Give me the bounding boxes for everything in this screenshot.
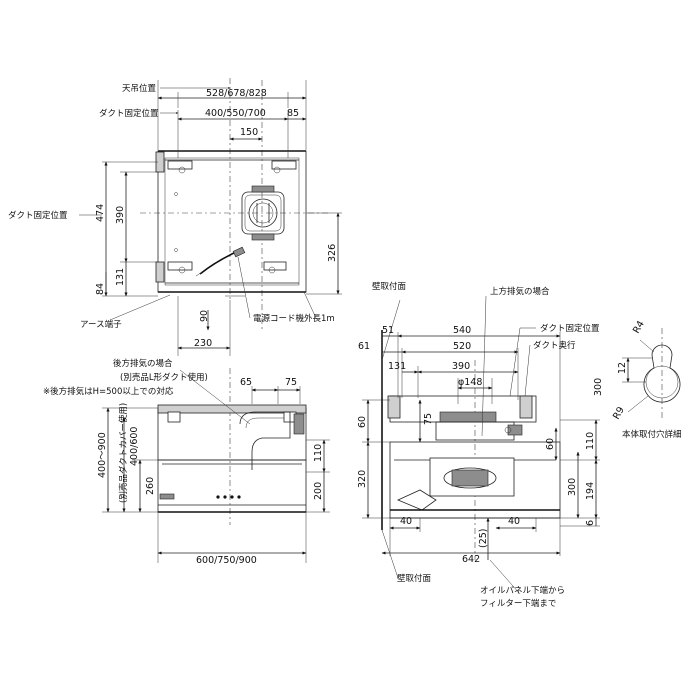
dim-side-390: 390 xyxy=(452,361,470,372)
dim-top-131: 131 xyxy=(115,268,126,286)
front-view xyxy=(102,368,330,563)
label-mount-hole-detail: 本体取付穴詳細 xyxy=(622,429,682,440)
dim-top-85: 85 xyxy=(287,108,299,119)
dim-side-320: 320 xyxy=(357,470,368,488)
label-duct-fixing-position-left: ダクト固定位置 xyxy=(8,210,68,221)
dim-side-642: 642 xyxy=(462,554,480,565)
label-duct-fixing-position: ダクト固定位置 xyxy=(99,108,159,119)
dim-top-390: 390 xyxy=(115,206,126,224)
dim-front-200: 200 xyxy=(313,482,324,500)
dim-front-400-900: 400～900 xyxy=(97,432,108,478)
dim-hole-12: 12 xyxy=(617,362,628,374)
dim-side-60: 60 xyxy=(357,416,368,428)
mount-hole-detail xyxy=(622,328,681,418)
dim-front-600: 600/750/900 xyxy=(196,555,257,566)
dim-top-528: 528/678/828 xyxy=(206,88,267,99)
label-wall-mount-top: 壁取付面 xyxy=(372,281,407,292)
label-duct-depth: ダクト奥行 xyxy=(533,340,576,351)
dim-side-51: 51 xyxy=(382,325,394,336)
side-view xyxy=(362,295,600,595)
label-duct-fixing-position-side: ダクト固定位置 xyxy=(540,323,600,334)
label-wall-mount-bottom: 壁取付面 xyxy=(397,573,432,584)
dim-front-110: 110 xyxy=(313,444,324,462)
label-power-cord: 電源コード機外長1m xyxy=(253,313,335,324)
dim-top-474: 474 xyxy=(95,204,106,222)
dim-side-40b: 40 xyxy=(508,516,520,527)
dim-front-400-600: 400/600 xyxy=(129,427,140,466)
dim-top-150: 150 xyxy=(240,127,258,138)
text-layer: 天吊位置 ダクト固定位置 ダクト固定位置 アース端子 電源コード機外長1m 壁取… xyxy=(8,83,682,609)
dim-top-326: 326 xyxy=(327,244,338,262)
top-view xyxy=(79,78,342,356)
label-ceiling-position: 天吊位置 xyxy=(122,83,157,94)
label-rear-exhaust-note: ※後方排気はH=500以上での対応 xyxy=(43,386,174,397)
dim-side-110: 110 xyxy=(585,432,596,450)
dim-front-75: 75 xyxy=(285,377,297,388)
label-rear-exhaust-sub: (別売品L形ダクト使用) xyxy=(120,372,208,383)
dim-side-60b: 60 xyxy=(545,438,556,450)
label-earth-terminal: アース端子 xyxy=(80,319,122,330)
dim-side-194: 194 xyxy=(585,482,596,500)
label-optional-duct-cover: (別売品ダクトカバー使用) xyxy=(118,403,129,503)
label-rear-exhaust: 後方排気の場合 xyxy=(113,358,173,369)
dim-hole-r9: R9 xyxy=(611,405,627,421)
dim-top-230: 230 xyxy=(194,338,212,349)
dim-front-65: 65 xyxy=(240,377,252,388)
dim-side-25: (25) xyxy=(478,528,489,548)
label-oil-panel-2: フィルター下端まで xyxy=(480,598,556,609)
dim-side-6: 6 xyxy=(585,520,596,526)
dim-side-phi148: φ148 xyxy=(458,377,482,388)
dim-side-131: 131 xyxy=(388,361,406,372)
label-top-exhaust: 上方排気の場合 xyxy=(490,286,550,297)
dim-side-540: 540 xyxy=(453,325,471,336)
label-oil-panel-1: オイルパネル下端から xyxy=(480,585,565,596)
dim-top-400: 400/550/700 xyxy=(205,108,266,119)
dim-side-75: 75 xyxy=(423,413,434,425)
dim-side-40a: 40 xyxy=(400,516,412,527)
dim-side-61: 61 xyxy=(358,341,370,352)
dim-hole-r4: R4 xyxy=(631,319,647,335)
dim-hole-300: 300 xyxy=(593,378,604,396)
dim-top-84: 84 xyxy=(95,283,106,295)
dim-front-260: 260 xyxy=(145,477,156,495)
duct-flange xyxy=(241,185,285,241)
dim-side-300: 300 xyxy=(567,478,578,496)
dim-side-520: 520 xyxy=(453,341,471,352)
dim-top-90: 90 xyxy=(199,310,210,322)
